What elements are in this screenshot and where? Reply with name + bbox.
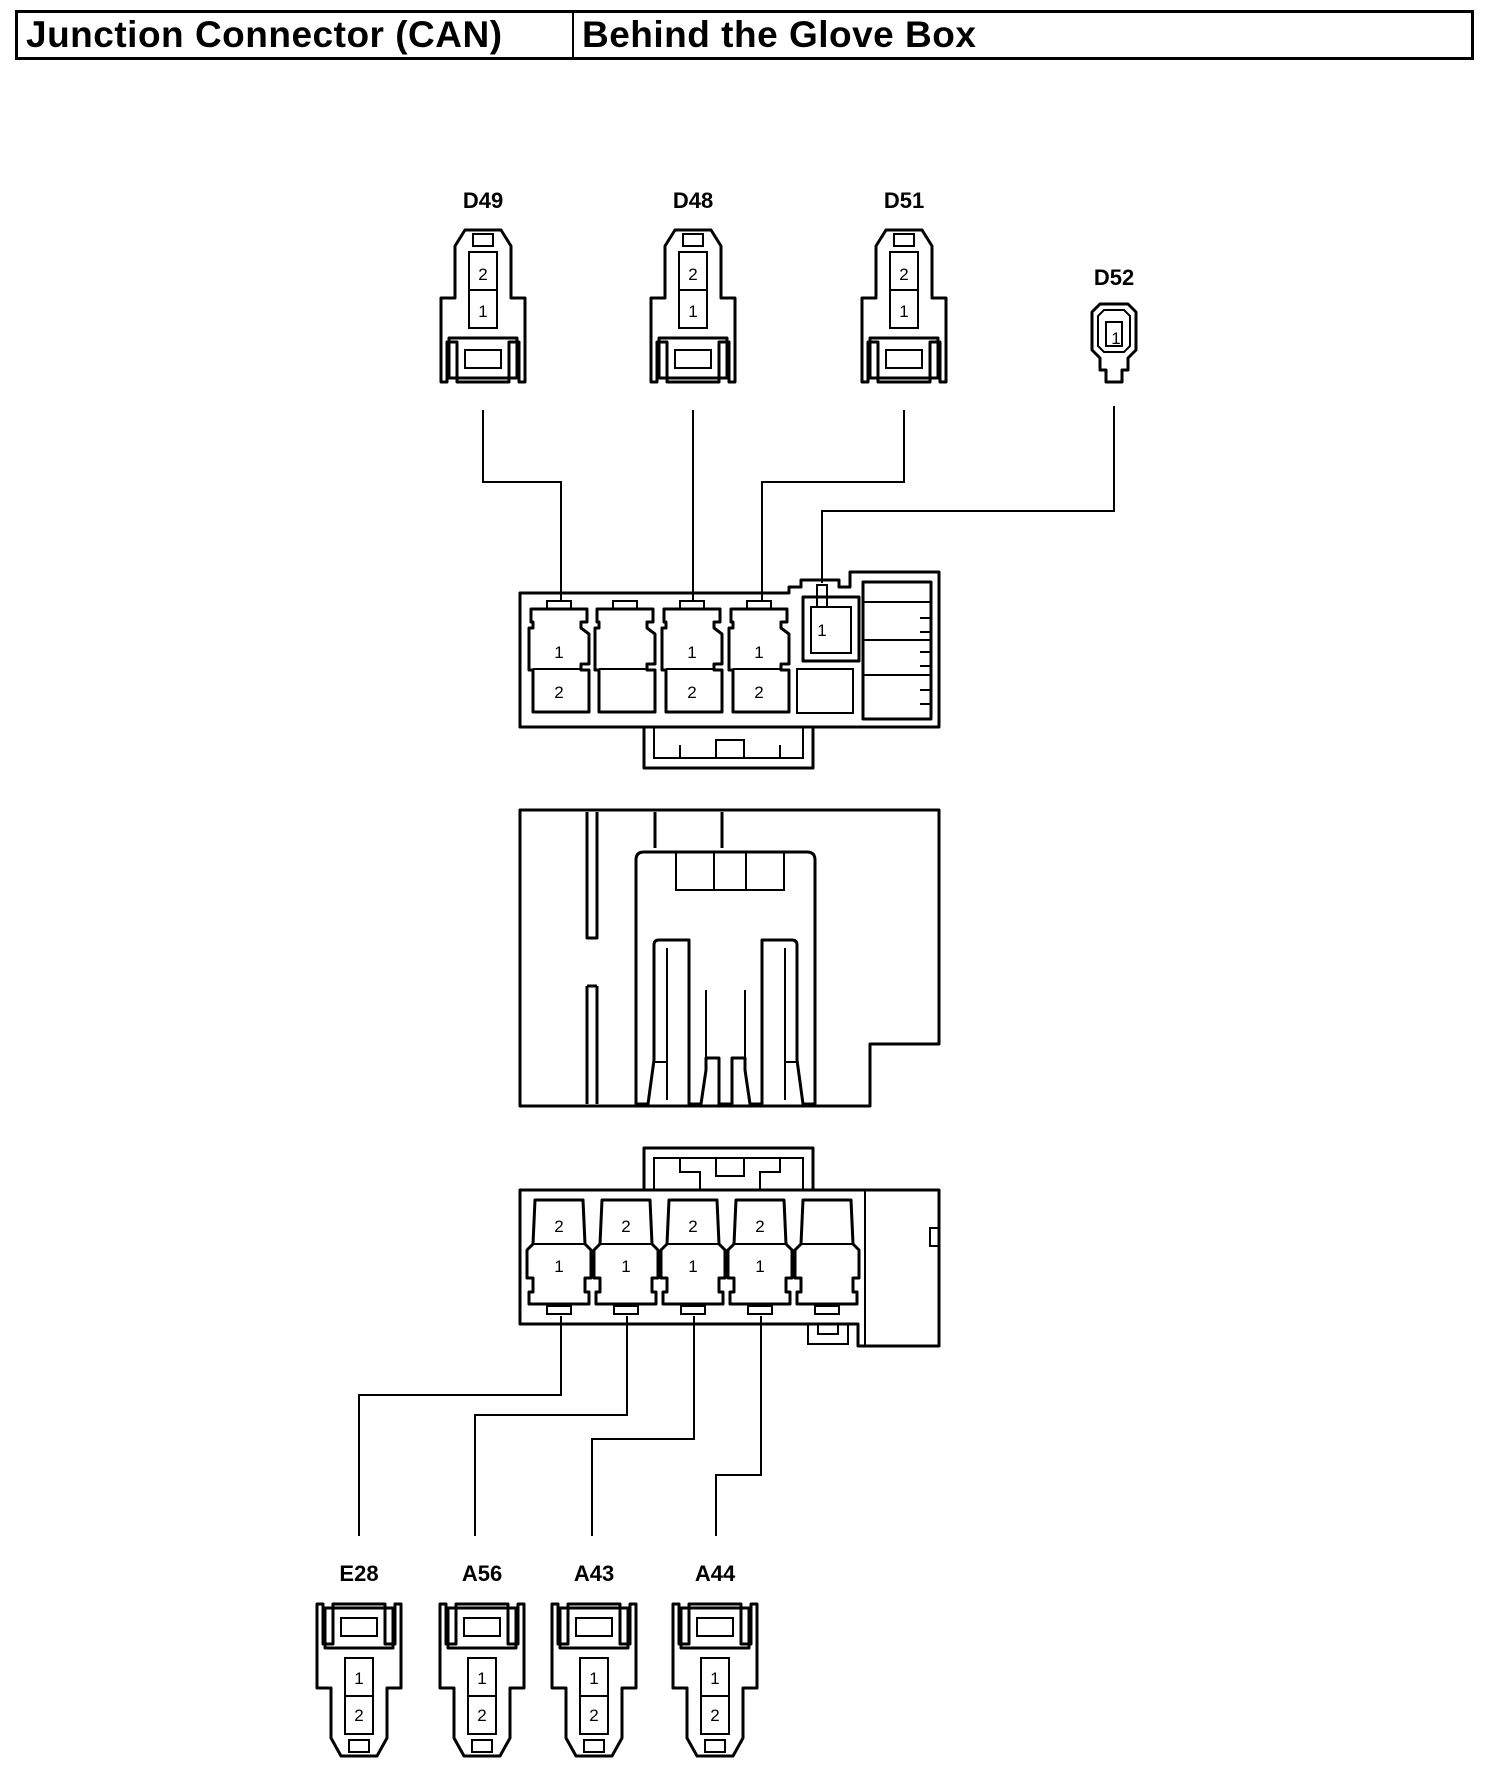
- connector-A44-pin: 1: [710, 1669, 719, 1688]
- junction-bottom-pin: 2: [688, 1217, 697, 1236]
- connector-name: Junction Connector (CAN): [18, 13, 574, 57]
- connector-D51-pin: 2: [899, 265, 908, 284]
- junction-top-pin: 2: [554, 683, 563, 702]
- junction-top-cavity: 12: [660, 600, 724, 714]
- junction-bottom-pin: 1: [688, 1257, 697, 1276]
- top-connectors: D49 2 1 D48 2 1 D51 2 1: [439, 188, 948, 384]
- connector-D49-label: D49: [463, 188, 503, 213]
- connector-D51: D51 2 1: [860, 188, 948, 384]
- junction-top-pin: 1: [754, 643, 763, 662]
- connector-E28-label: E28: [339, 1561, 378, 1586]
- junction-bottom-cavity: 21: [525, 1198, 593, 1315]
- junction-top-pin: 2: [754, 683, 763, 702]
- connector-A44-label: A44: [695, 1561, 736, 1586]
- connector-D48-pin: 1: [688, 302, 697, 321]
- connector-A44-pin: 2: [710, 1706, 719, 1725]
- junction-bottom-cavity: 21: [659, 1198, 727, 1315]
- connector-D48-pin: 2: [688, 265, 697, 284]
- wires-top: [482, 406, 1115, 601]
- connector-E28-pin: 1: [354, 1669, 363, 1688]
- connector-D52-pin: 1: [1111, 329, 1120, 348]
- connector-D49-pin: 1: [478, 302, 487, 321]
- connector-D51-pin: 1: [899, 302, 908, 321]
- connector-D48: D48 2 1: [649, 188, 737, 384]
- junction-bottom-cavity: [793, 1198, 861, 1315]
- bottom-connectors: E28 1 2 A56 1 2 A43 1 2 A44 1 2: [315, 1561, 759, 1758]
- wires-bottom: [358, 1316, 762, 1536]
- junction-bottom-pin: 1: [755, 1257, 764, 1276]
- junction-connector-side: [518, 808, 941, 1108]
- junction-bottom-cavity: 21: [726, 1198, 794, 1315]
- connector-A43: A43 1 2: [550, 1561, 638, 1758]
- connector-A56-label: A56: [462, 1561, 502, 1586]
- junction-top-cavity: 12: [727, 600, 791, 714]
- connector-A43-pin: 1: [589, 1669, 598, 1688]
- connector-location: Behind the Glove Box: [582, 14, 977, 55]
- connector-E28: E28 1 2: [315, 1561, 403, 1758]
- junction-top-cavity: [593, 600, 657, 714]
- junction-bottom-cavity: 21: [592, 1198, 660, 1315]
- connector-A44: A44 1 2: [671, 1561, 759, 1758]
- junction-bottom-pin: 2: [554, 1217, 563, 1236]
- connector-E28-pin: 2: [354, 1706, 363, 1725]
- connector-A56: A56 1 2: [438, 1561, 526, 1758]
- junction-top-cavity: 12: [527, 600, 591, 714]
- connector-D48-label: D48: [673, 188, 713, 213]
- connector-D49-pin: 2: [478, 265, 487, 284]
- junction-bottom-pin: 2: [621, 1217, 630, 1236]
- connector-A56-pin: 2: [477, 1706, 486, 1725]
- connector-D51-label: D51: [884, 188, 924, 213]
- connector-D49: D49 2 1: [439, 188, 527, 384]
- connector-A56-pin: 1: [477, 1669, 486, 1688]
- junction-top-single-pin: 1: [817, 621, 826, 640]
- junction-top-pin: 1: [554, 643, 563, 662]
- junction-bottom-pin: 2: [755, 1217, 764, 1236]
- connector-A43-pin: 2: [589, 1706, 598, 1725]
- connector-D52-label: D52: [1094, 265, 1134, 290]
- connector-A43-label: A43: [574, 1561, 614, 1586]
- connector-D52: D52 1: [1090, 265, 1138, 384]
- junction-bottom-pin: 1: [554, 1257, 563, 1276]
- junction-top-pin: 2: [687, 683, 696, 702]
- junction-bottom-pin: 1: [621, 1257, 630, 1276]
- title-bar: Junction Connector (CAN) Behind the Glov…: [15, 10, 1474, 60]
- junction-top-pin: 1: [687, 643, 696, 662]
